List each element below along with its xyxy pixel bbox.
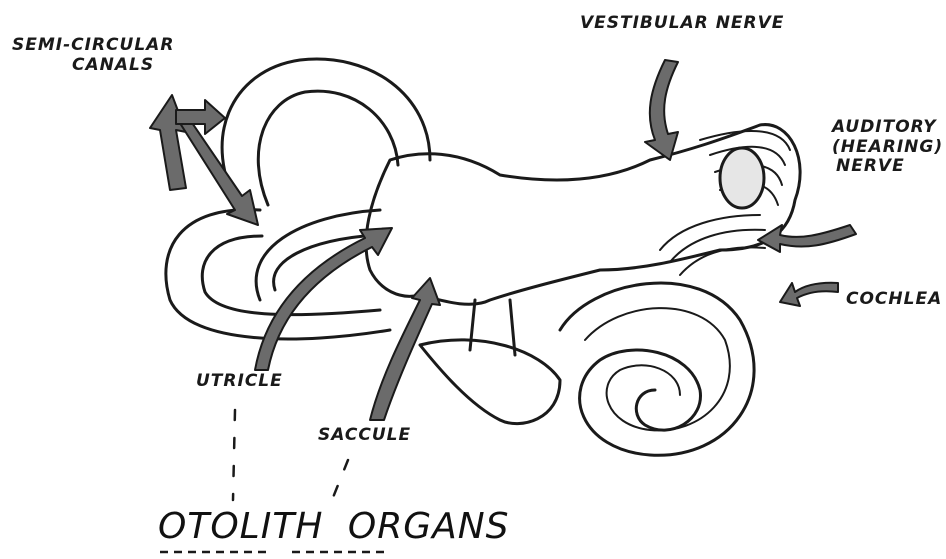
label-otolith-word: OTOLITH: [158, 506, 323, 547]
label-auditory-line1: AUDITORY: [832, 118, 943, 138]
label-organs-word: ORGANS: [348, 506, 510, 547]
label-semicircular-line1: SEMI-CIRCULAR: [12, 36, 174, 56]
nerve-crosssection: [720, 148, 764, 208]
saccule-leader-dashes: [330, 460, 348, 505]
label-semicircular-line2: CANALS: [12, 56, 174, 76]
label-auditory-line3: NERVE: [832, 157, 943, 177]
label-semicircular-canals: SEMI-CIRCULAR CANALS: [12, 36, 174, 75]
label-cochlea-text: COCHLEA: [846, 290, 942, 310]
label-utricle-text: UTRICLE: [196, 372, 283, 392]
auditory-nerve-arrow: [758, 225, 856, 252]
label-vestibular-nerve: VESTIBULAR NERVE: [580, 14, 784, 34]
superior-canal-outline: [222, 59, 430, 210]
label-saccule-text: SACCULE: [318, 426, 411, 446]
vestibular-nerve-arrow: [645, 60, 678, 160]
auditory-nerve-bundle: [660, 215, 765, 275]
label-utricle: UTRICLE: [196, 372, 283, 392]
canals-arrow-diagonal: [178, 114, 258, 225]
label-cochlea: COCHLEA: [846, 290, 942, 310]
label-saccule: SACCULE: [318, 426, 411, 446]
duct-outline: [420, 340, 560, 424]
label-otolith-organs: OTOLITH ORGANS: [158, 506, 510, 547]
label-auditory-line2: (HEARING): [832, 138, 943, 158]
utricle-leader-dashes: [233, 410, 235, 500]
label-vestibular-nerve-text: VESTIBULAR NERVE: [580, 14, 784, 34]
utricle-arrow: [255, 228, 392, 370]
saccule-arrow: [370, 278, 440, 420]
cochlea-arrow: [780, 283, 838, 306]
cochlea-inner-spiral: [585, 308, 730, 430]
label-auditory-nerve: AUDITORY (HEARING) NERVE: [832, 118, 943, 177]
